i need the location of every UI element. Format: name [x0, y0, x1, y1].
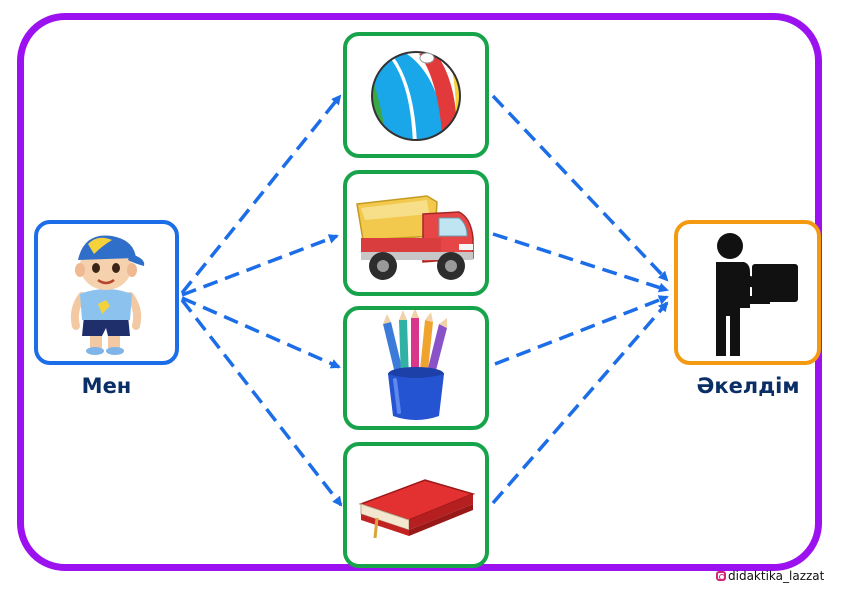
credit-handle: didaktika_lazzat — [728, 569, 825, 583]
target-card — [674, 220, 821, 365]
credit: didaktika_lazzat — [716, 569, 824, 583]
item-card-pencils — [343, 306, 489, 430]
arrow-book-to-target — [491, 301, 669, 505]
item-card-ball — [343, 32, 489, 158]
beach-ball-icon — [371, 51, 461, 141]
item-card-book — [343, 442, 489, 568]
boy-with-cap-icon — [70, 235, 145, 355]
red-book-icon — [358, 479, 476, 539]
person-carrying-box-icon — [716, 233, 798, 356]
instagram-icon — [716, 571, 726, 581]
pencil-cup-icon — [383, 310, 447, 420]
target-label: Әкелдім — [696, 374, 800, 398]
toy-truck-icon — [356, 195, 474, 280]
source-label: Мен — [81, 374, 132, 398]
arrow-pencils-to-target — [494, 295, 669, 366]
arrow-source-to-truck — [181, 234, 339, 297]
arrow-source-to-ball — [180, 94, 342, 295]
source-card — [34, 220, 179, 365]
arrow-truck-to-target — [492, 232, 669, 293]
arrow-source-to-book — [180, 298, 343, 507]
item-card-truck — [343, 170, 489, 296]
arrow-ball-to-target — [491, 94, 669, 282]
arrow-source-to-pencils — [181, 296, 341, 369]
